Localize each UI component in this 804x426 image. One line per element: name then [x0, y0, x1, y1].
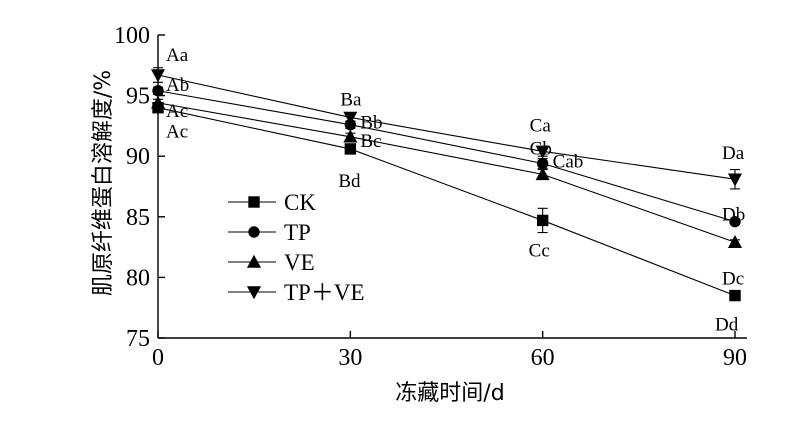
- data-point: [729, 215, 741, 228]
- legend-marker: [248, 226, 260, 238]
- data-point: [343, 129, 358, 143]
- point-label: Cc: [529, 240, 550, 261]
- x-tick-label: 60: [531, 345, 555, 371]
- point-label: Ac: [166, 101, 188, 122]
- point-label: Ba: [340, 89, 362, 110]
- data-point: [729, 289, 741, 302]
- x-tick-label: 0: [152, 345, 164, 371]
- data-point: [344, 143, 357, 155]
- ticks: 75 80 85 90 95 100 0 30 60 90: [114, 23, 747, 371]
- data-point: [343, 111, 358, 125]
- legend-marker: [248, 196, 260, 208]
- point-label: Ca: [530, 115, 552, 136]
- data-point: [535, 145, 550, 159]
- legend-label: VE: [284, 250, 315, 275]
- legend-item: TP＋VE: [228, 280, 365, 305]
- legend-marker: [246, 286, 262, 300]
- point-label: Db: [722, 205, 745, 226]
- point-label: Ac: [166, 122, 188, 143]
- x-axis-title: 冻藏时间/d: [395, 381, 504, 406]
- y-tick-label: 85: [126, 205, 150, 231]
- series-line: [157, 74, 736, 180]
- series-line: [157, 102, 736, 243]
- legend-label: TP: [284, 220, 311, 245]
- series-3: [150, 67, 743, 190]
- data-point: [152, 85, 164, 97]
- y-tick-label: 75: [126, 326, 150, 352]
- x-tick-label: 30: [338, 345, 362, 371]
- legend-label: TP＋VE: [284, 280, 365, 305]
- point-label: Cb: [530, 138, 552, 159]
- point-label: Bd: [338, 171, 361, 192]
- point-label: Dc: [722, 268, 744, 289]
- point-label: Ab: [166, 75, 189, 96]
- y-tick-label: 90: [126, 144, 150, 170]
- y-axis-title: 肌原纤维蛋白溶解度/%: [91, 70, 116, 296]
- legend-marker: [246, 254, 262, 268]
- data-point: [150, 69, 166, 83]
- point-label: Bb: [360, 113, 382, 134]
- legend-label: CK: [284, 190, 316, 215]
- point-label: Dd: [715, 315, 739, 336]
- legend-item: TP: [228, 220, 311, 245]
- y-tick-label: 95: [126, 84, 150, 110]
- point-label: Bc: [360, 131, 381, 152]
- data-point: [727, 235, 743, 248]
- y-tick-label: 100: [114, 23, 150, 49]
- point-label: Aa: [166, 45, 189, 66]
- series-1: [152, 85, 741, 228]
- legend-item: VE: [228, 250, 315, 275]
- legend: CK TP VE TP＋VE: [228, 190, 365, 305]
- data-point: [727, 173, 743, 187]
- point-label: Cab: [553, 151, 584, 172]
- series-2: [150, 95, 743, 248]
- series-line: [157, 107, 736, 297]
- point-label: Da: [722, 143, 745, 164]
- legend-item: CK: [228, 190, 316, 215]
- data-point: [536, 214, 549, 227]
- y-tick-label: 80: [126, 265, 150, 291]
- data-point: [535, 167, 550, 181]
- x-tick-label: 90: [723, 345, 747, 371]
- series-layer: [150, 67, 743, 302]
- data-point: [536, 157, 549, 170]
- data-point: [150, 95, 166, 109]
- series-line: [157, 90, 736, 223]
